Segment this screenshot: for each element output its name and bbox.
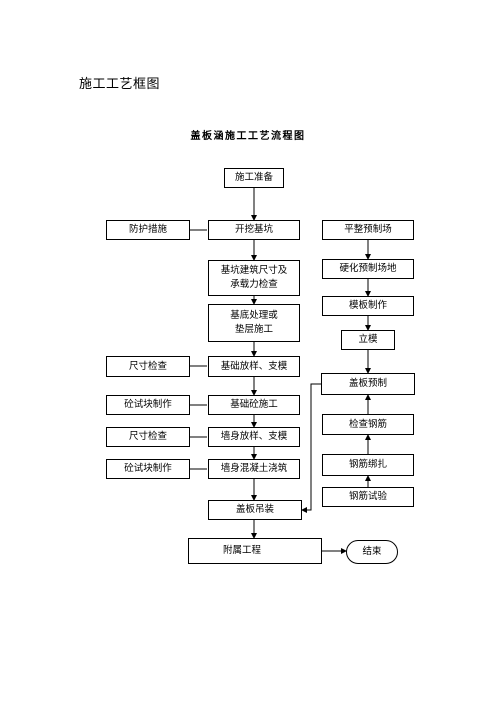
node-slab-lift: 盖板吊装 — [208, 500, 302, 520]
node-check-rebar: 检查钢筋 — [322, 414, 414, 435]
node-test-rebar: 钢筋试验 — [322, 487, 414, 507]
flowchart-title: 盖板涵施工工艺流程图 — [190, 131, 306, 142]
node-end: 结束 — [346, 540, 398, 564]
node-check-pit: 基坑建筑尺寸及 承载力检查 — [208, 260, 300, 296]
node-slab-precast: 盖板预制 — [321, 373, 415, 395]
page-title: 施工工艺框图 — [79, 77, 161, 92]
node-tie-rebar: 钢筋绑扎 — [322, 454, 414, 476]
node-start: 施工准备 — [224, 168, 284, 188]
node-accessory: 附属工程 — [188, 538, 322, 564]
node-harden-site: 硬化预制场地 — [322, 259, 414, 279]
node-wall-layout: 墙身放样、支模 — [208, 427, 300, 447]
node-test-block-1: 砼试块制作 — [106, 395, 190, 415]
node-test-block-2: 砼试块制作 — [106, 459, 190, 479]
node-level-site: 平整预制场 — [322, 220, 414, 240]
node-erect-form: 立模 — [341, 330, 395, 350]
edge-precast-slablift — [301, 383, 321, 513]
node-make-form: 模板制作 — [322, 296, 414, 316]
node-dim-check-1: 尺寸检查 — [106, 356, 190, 377]
node-treat-base: 基底处理或 垫层施工 — [208, 304, 300, 342]
node-dim-check-2: 尺寸检查 — [106, 427, 190, 447]
node-wall-concrete: 墙身混凝土浇筑 — [208, 459, 300, 479]
node-found-layout: 基础放样、支模 — [208, 356, 300, 377]
node-found-concrete: 基础砼施工 — [208, 395, 300, 415]
node-protect: 防护措施 — [106, 220, 190, 240]
node-excavate: 开挖基坑 — [208, 220, 300, 240]
